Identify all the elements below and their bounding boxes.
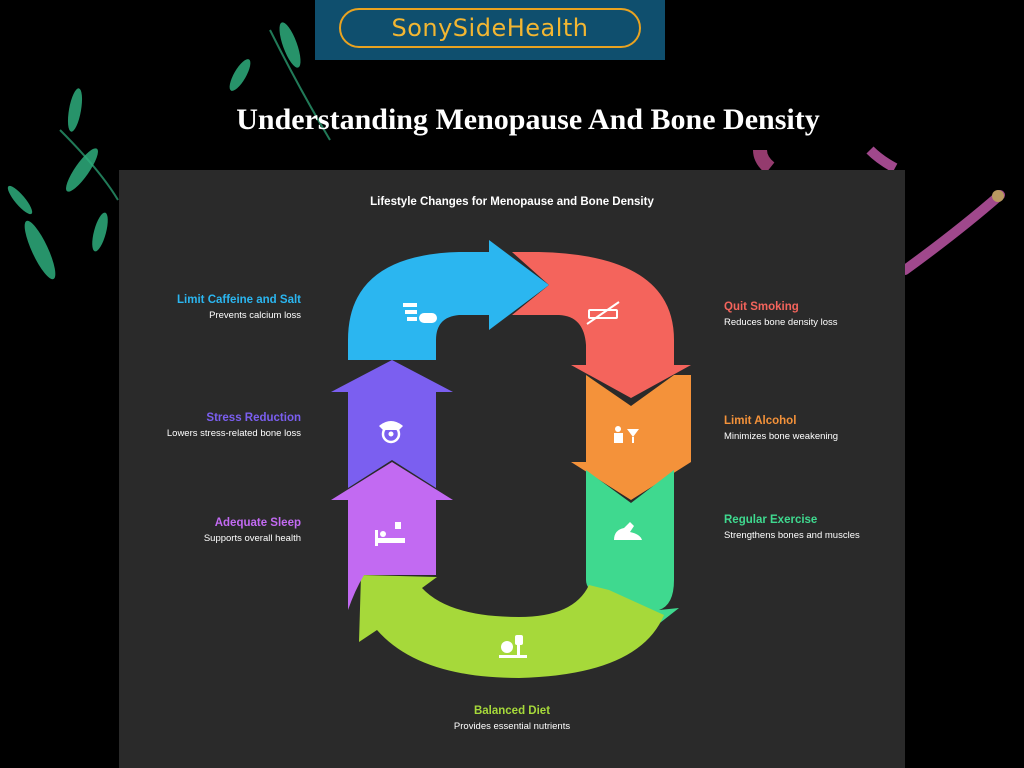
alcohol-icon xyxy=(614,426,639,443)
step-title: Quit Smoking xyxy=(724,301,799,313)
no-smoking-icon xyxy=(586,301,620,325)
page-title: Understanding Menopause And Bone Density xyxy=(236,103,820,136)
cycle-diagram xyxy=(331,240,691,678)
segment-quit-smoking xyxy=(512,252,691,398)
logo-text: SonySideHealth xyxy=(391,14,589,42)
step-title: Regular Exercise xyxy=(724,514,818,526)
step-desc: Provides essential nutrients xyxy=(453,721,571,732)
step-limit-alcohol: Limit Alcohol Minimizes bone weakening xyxy=(724,415,944,442)
step-adequate-sleep: Adequate Sleep Supports overall health xyxy=(81,517,301,544)
diagram-panel: Lifestyle Changes for Menopause and Bone… xyxy=(119,170,905,768)
step-title: Stress Reduction xyxy=(206,412,301,424)
step-desc: Strengthens bones and muscles xyxy=(724,530,860,541)
step-desc: Supports overall health xyxy=(203,533,301,544)
stress-icon xyxy=(379,421,403,444)
step-title: Limit Alcohol xyxy=(724,415,797,427)
step-limit-caffeine: Limit Caffeine and Salt Prevents calcium… xyxy=(161,294,301,321)
diet-icon xyxy=(499,635,527,658)
brand-logo: SonySideHealth xyxy=(315,0,665,60)
step-regular-exercise: Regular Exercise Strengthens bones and m… xyxy=(724,514,864,541)
step-balanced-diet: Balanced Diet Provides essential nutrien… xyxy=(392,705,632,732)
step-desc: Minimizes bone weakening xyxy=(724,431,839,442)
caffeine-icon xyxy=(403,303,437,323)
step-title: Adequate Sleep xyxy=(214,517,301,529)
diagram-title: Lifestyle Changes for Menopause and Bone… xyxy=(370,196,654,208)
step-quit-smoking: Quit Smoking Reduces bone density loss xyxy=(724,301,944,328)
segment-limit-caffeine xyxy=(348,240,549,360)
segment-balanced-diet xyxy=(359,575,664,678)
step-stress-reduction: Stress Reduction Lowers stress-related b… xyxy=(161,412,301,439)
logo-frame: SonySideHealth xyxy=(339,8,641,48)
segment-limit-alcohol xyxy=(571,375,691,500)
step-desc: Prevents calcium loss xyxy=(209,310,301,321)
step-desc: Lowers stress-related bone loss xyxy=(166,428,301,439)
step-desc: Reduces bone density loss xyxy=(724,317,838,328)
step-title: Limit Caffeine and Salt xyxy=(177,294,301,306)
bed-icon xyxy=(375,522,405,546)
step-title: Balanced Diet xyxy=(473,705,551,717)
exercise-icon xyxy=(614,522,642,540)
segment-adequate-sleep xyxy=(331,462,453,610)
